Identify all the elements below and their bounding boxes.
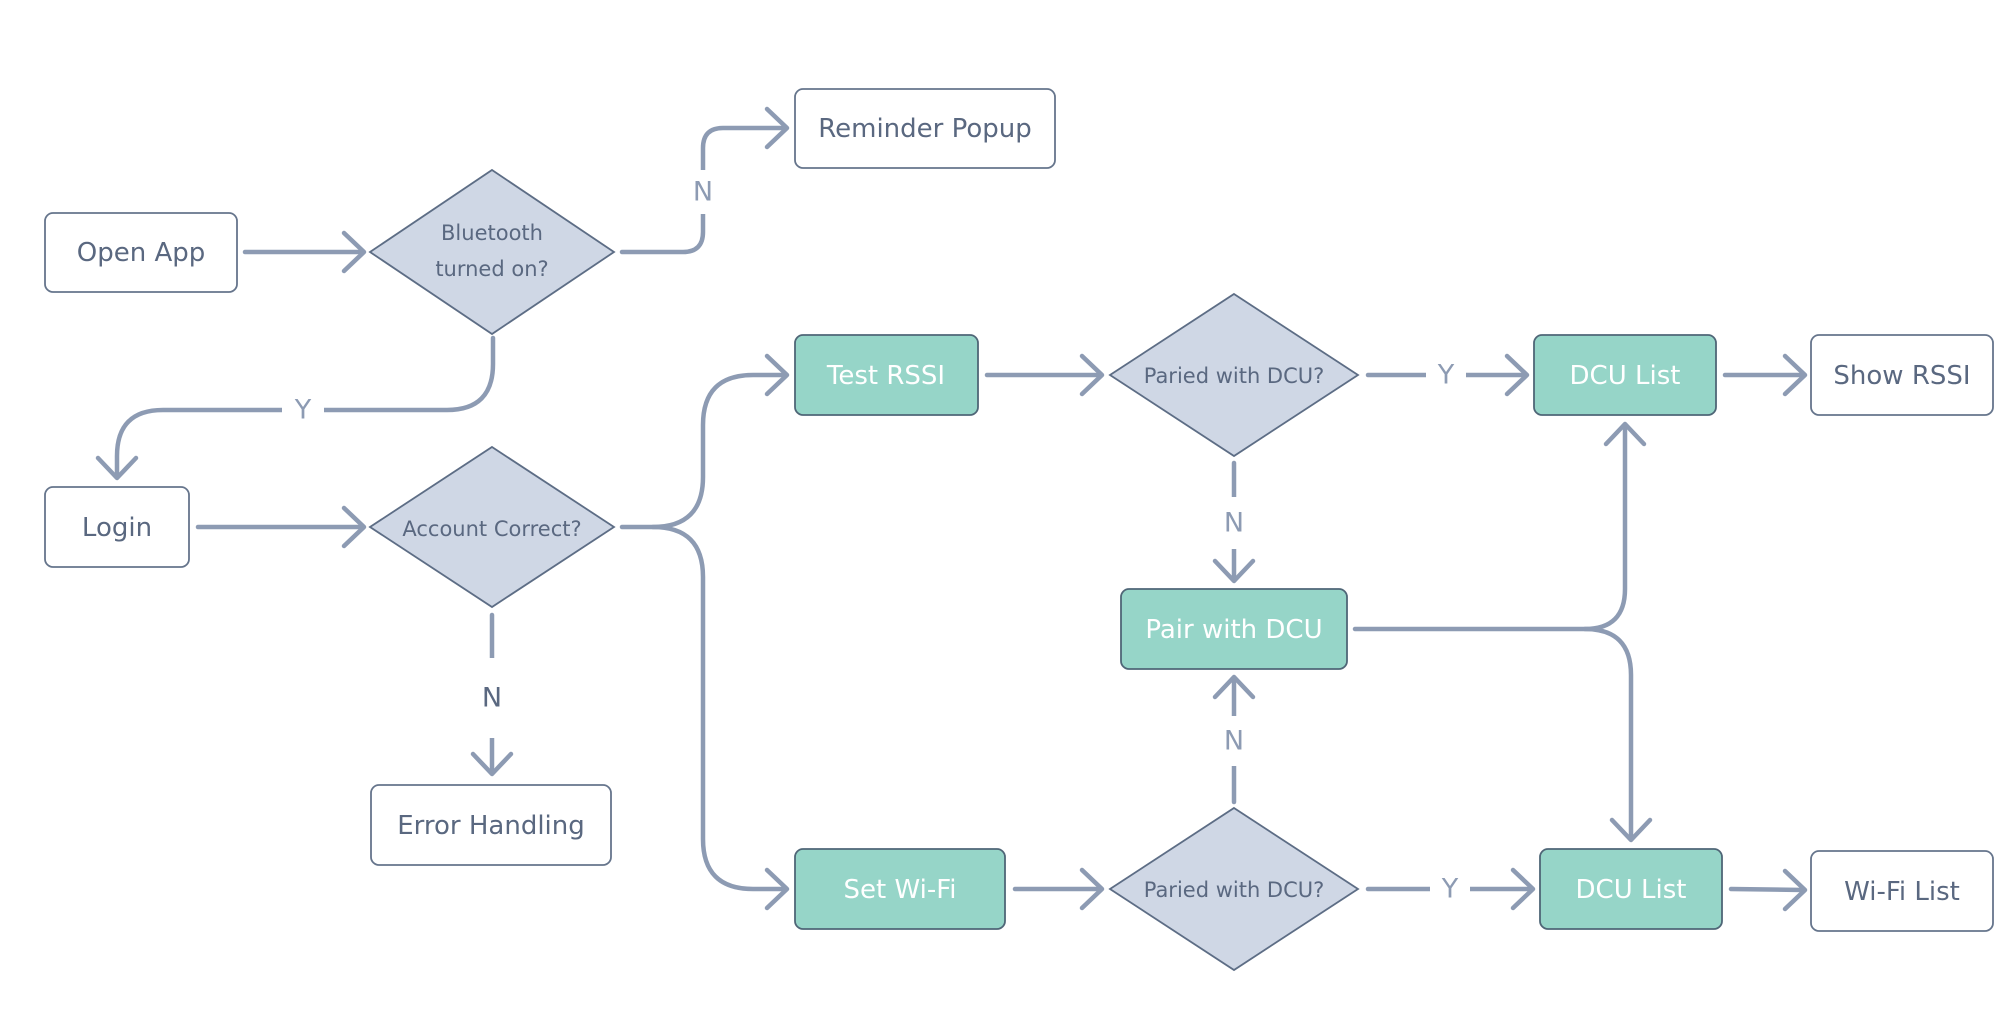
arrowhead [1212, 558, 1256, 584]
node-pair-with-dcu: Pair with DCU [1120, 588, 1348, 670]
arrowhead [764, 106, 790, 150]
node-paired-bottom-label: Paried with DCU? [1144, 878, 1325, 902]
connectors [95, 106, 1808, 912]
edge-pair-to-dcu-list-bottom [1582, 626, 1634, 841]
node-paired-bottom-decision: Paried with DCU? [1108, 806, 1360, 972]
arrowhead [470, 751, 514, 777]
arrowhead [1079, 353, 1105, 397]
label-account-no: N [482, 683, 502, 714]
arrowhead [341, 505, 367, 549]
node-bluetooth-label-line1: Bluetooth [441, 221, 543, 245]
node-wifi-list: Wi-Fi List [1810, 850, 1994, 932]
arrowhead [1079, 867, 1105, 911]
arrowhead [1504, 353, 1530, 397]
node-open-app-label: Open App [77, 238, 206, 268]
label-paired-top-no: N [1224, 508, 1244, 539]
node-account-decision: Account Correct? [368, 445, 616, 609]
arrowhead [95, 455, 139, 481]
node-login: Login [44, 486, 190, 568]
node-dcu-list-bottom-label: DCU List [1576, 875, 1687, 905]
node-test-rssi-label: Test RSSI [826, 361, 945, 391]
node-wifi-list-label: Wi-Fi List [1844, 877, 1960, 907]
node-reminder-popup: Reminder Popup [794, 88, 1056, 169]
arrowhead [1782, 868, 1808, 912]
node-dcu-list-bottom: DCU List [1539, 848, 1723, 930]
edge-dcu-list-to-wifi-list [1728, 886, 1806, 893]
label-paired-bottom-yes: Y [1441, 874, 1459, 905]
label-bluetooth-no: N [693, 177, 713, 208]
node-set-wifi: Set Wi-Fi [794, 848, 1006, 930]
node-error-handling: Error Handling [370, 784, 612, 866]
arrowhead [764, 353, 790, 397]
node-paired-top-decision: Paried with DCU? [1108, 292, 1360, 458]
label-paired-bottom-no: N [1224, 726, 1244, 757]
arrowhead [764, 867, 790, 911]
node-set-wifi-label: Set Wi-Fi [844, 875, 957, 905]
node-pair-with-dcu-label: Pair with DCU [1145, 615, 1322, 645]
label-paired-top-yes: Y [1437, 360, 1455, 391]
arrowhead [1603, 421, 1647, 447]
arrowhead [341, 230, 367, 274]
node-show-rssi: Show RSSI [1810, 334, 1994, 416]
arrowhead [1609, 817, 1653, 843]
label-bluetooth-yes: Y [294, 395, 312, 426]
node-reminder-popup-label: Reminder Popup [818, 114, 1032, 144]
arrowhead [1782, 353, 1808, 397]
edge-account-to-set-wifi [650, 524, 788, 892]
node-dcu-list-top-label: DCU List [1570, 361, 1681, 391]
nodes: Open App Bluetooth turned on? Reminder P… [44, 88, 1994, 972]
node-bluetooth-decision: Bluetooth turned on? [368, 168, 616, 336]
node-open-app: Open App [44, 212, 238, 293]
node-login-label: Login [82, 513, 152, 543]
node-account-label: Account Correct? [402, 517, 581, 541]
node-bluetooth-label-line2: turned on? [435, 257, 548, 281]
arrowhead [1212, 674, 1256, 700]
arrowhead [1510, 867, 1536, 911]
node-error-handling-label: Error Handling [397, 811, 585, 841]
edge-account-to-test-rssi [619, 372, 788, 530]
edge-labels: N Y N Y N Y N [282, 170, 1470, 907]
node-test-rssi: Test RSSI [794, 334, 979, 416]
edge-pair-to-dcu-list-top [1352, 423, 1628, 632]
node-show-rssi-label: Show RSSI [1833, 361, 1970, 391]
node-dcu-list-top: DCU List [1533, 334, 1717, 416]
node-paired-top-label: Paried with DCU? [1144, 364, 1325, 388]
